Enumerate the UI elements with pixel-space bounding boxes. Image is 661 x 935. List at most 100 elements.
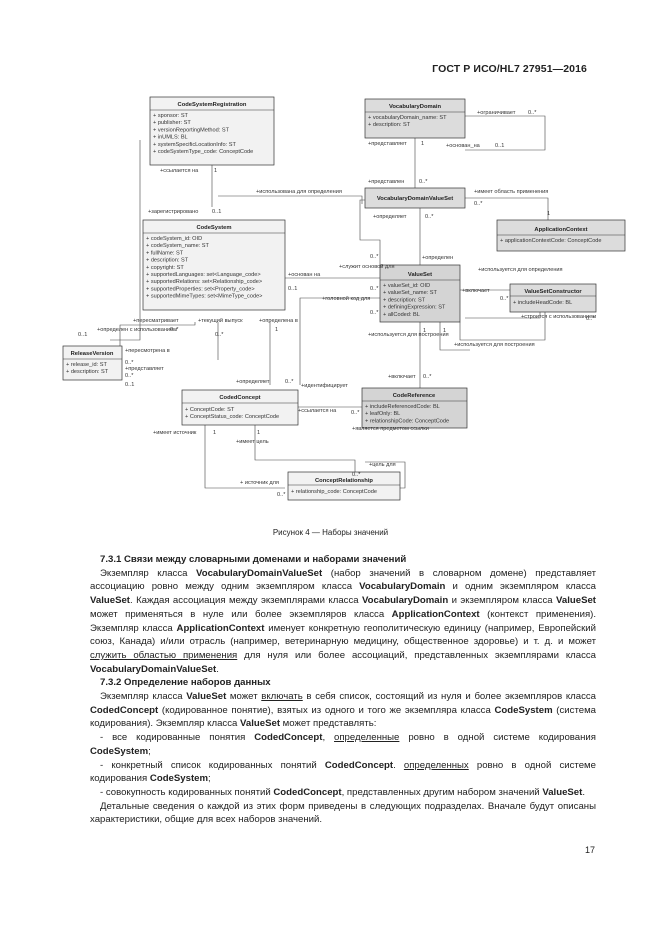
- svg-text:+строится с использованием: +строится с использованием: [521, 314, 596, 320]
- svg-text:+ограничивает: +ограничивает: [477, 110, 516, 116]
- list-item: - совокупность кодированных понятий Code…: [100, 786, 586, 798]
- uml-diagram: CodeSystemRegistration + sponsor: ST+ pu…: [62, 96, 626, 501]
- class-attribute: + codeSystemType_code: ConceptCode: [153, 149, 253, 155]
- svg-text:0..1: 0..1: [78, 332, 87, 338]
- svg-text:0..*: 0..*: [425, 214, 434, 220]
- section-heading-7-3-2: 7.3.2 Определение наборов данных: [100, 677, 271, 689]
- svg-text:+ссылается на: +ссылается на: [160, 168, 199, 174]
- svg-text:0..*: 0..*: [528, 110, 537, 116]
- list-item: - все кодированные понятия CodedConcept,…: [90, 732, 596, 757]
- svg-text:+определен: +определен: [422, 255, 453, 261]
- class-attribute: + versionReportingMethod: ST: [153, 127, 230, 133]
- svg-text:0..*: 0..*: [351, 410, 360, 416]
- class-attribute: + systemSpecificLocationInfo: ST: [153, 142, 236, 148]
- class-attribute: + supportedLanguages: set<Language_code>: [146, 272, 261, 278]
- class-attribute: + supportedRelations: set<Relationship_c…: [146, 279, 262, 285]
- svg-text:+определяет: +определяет: [236, 379, 270, 385]
- class-attribute: + supportedProperties: set<Property_code…: [146, 286, 255, 292]
- svg-text:1: 1: [443, 328, 446, 334]
- svg-text:+пересматривает: +пересматривает: [133, 318, 179, 324]
- svg-text:ValueSet: ValueSet: [408, 272, 432, 278]
- svg-text:+имеет область применения: +имеет область применения: [474, 189, 548, 195]
- multiplicities: 1 0..1 0..* 1 0..1 0..* 0..* 1 0..* 0..*…: [78, 110, 595, 498]
- class-attribute: + relationshipCode: ConceptCode: [365, 418, 449, 424]
- svg-text:0..*: 0..*: [423, 374, 432, 380]
- svg-text:0..*: 0..*: [500, 296, 509, 302]
- svg-text:1: 1: [275, 327, 278, 333]
- paragraph-7-3-1: Экземпляр класса VocabularyDomainValueSe…: [90, 567, 597, 675]
- svg-text:1: 1: [213, 430, 216, 436]
- svg-text:+использована для определения: +использована для определения: [256, 189, 342, 195]
- svg-text:0..*: 0..*: [370, 254, 379, 260]
- svg-text:VocabularyDomain: VocabularyDomain: [389, 104, 442, 110]
- svg-text:VocabularyDomainValueSet: VocabularyDomainValueSet: [377, 196, 453, 202]
- svg-text:+определена в: +определена в: [259, 318, 298, 324]
- svg-text:ValueSetConstructor: ValueSetConstructor: [524, 289, 582, 295]
- svg-text:0..*: 0..*: [215, 332, 224, 338]
- association-labels: +ссылается на +использована для определе…: [97, 110, 596, 486]
- svg-text:+ссылается на: +ссылается на: [298, 408, 337, 414]
- class-value-set-constructor: ValueSetConstructor + includeHeadCode: B…: [509, 283, 597, 313]
- class-attribute: + codeSystem_name: ST: [146, 243, 210, 249]
- list-item: - конкретный список кодированных понятий…: [90, 759, 596, 785]
- svg-text:0..1: 0..1: [495, 143, 504, 149]
- svg-text:+включает: +включает: [462, 288, 490, 294]
- class-attribute: + relationship_code: ConceptCode: [291, 489, 377, 495]
- body-text: 7.3.1 Связи между словарными доменами и …: [90, 553, 596, 827]
- class-attribute: + supportedMimeTypes: set<MimeType_code>: [146, 294, 262, 300]
- svg-text:+служит основой для: +служит основой для: [339, 263, 395, 270]
- svg-text:+основан_на: +основан_на: [446, 143, 481, 149]
- svg-text:0..*: 0..*: [370, 286, 379, 292]
- paragraph-7-3-2: Экземпляр класса ValueSet может включать…: [90, 691, 597, 730]
- class-attribute: + description: ST: [66, 369, 109, 375]
- page-number: 17: [584, 845, 595, 855]
- class-coded-concept: CodedConcept + ConceptCode: ST+ ConceptS…: [181, 389, 299, 426]
- svg-text:+используется для построения: +используется для построения: [454, 342, 535, 348]
- svg-text:0..*: 0..*: [370, 310, 379, 316]
- svg-text:0..*: 0..*: [277, 492, 286, 498]
- svg-text:+представлен: +представлен: [368, 179, 404, 185]
- svg-text:1: 1: [214, 168, 217, 174]
- svg-text:0..1: 0..1: [125, 382, 134, 388]
- class-vocabulary-domain: VocabularyDomain + vocabularyDomain_name…: [364, 98, 466, 139]
- class-attribute: + description: ST: [383, 297, 426, 303]
- class-attribute: + vocabularyDomain_name: ST: [368, 115, 447, 121]
- section-heading-7-3-1: 7.3.1 Связи между словарными доменами и …: [100, 554, 407, 565]
- svg-text:CodeSystemRegistration: CodeSystemRegistration: [178, 102, 247, 108]
- class-attribute: + valueSet_id: OID: [383, 283, 430, 289]
- svg-text:+используется для построения: +используется для построения: [368, 332, 449, 338]
- svg-text:0..*: 0..*: [586, 316, 595, 322]
- class-attribute: + codeSystem_id: OID: [146, 236, 202, 242]
- svg-text:CodeReference: CodeReference: [393, 393, 436, 399]
- document-header: ГОСТ Р ИСО/HL7 27951—2016: [432, 63, 587, 75]
- svg-text:+определен с использованием: +определен с использованием: [97, 327, 177, 333]
- figure-caption: Рисунок 4 — Наборы значений: [272, 528, 389, 537]
- class-code-reference: CodeReference + includeReferencedCode: B…: [361, 387, 468, 429]
- class-attribute: + description: ST: [146, 258, 189, 264]
- class-attribute: + includeHeadCode: BL: [513, 300, 572, 306]
- svg-text:+является предметом ссылки: +является предметом ссылки: [352, 426, 429, 432]
- svg-text:+цель для: +цель для: [369, 462, 396, 468]
- svg-text:ConceptRelationship: ConceptRelationship: [315, 478, 373, 484]
- svg-text:ReleaseVersion: ReleaseVersion: [71, 351, 114, 357]
- svg-text:+пересмотрена в: +пересмотрена в: [125, 348, 170, 354]
- svg-text:+имеет цель: +имеет цель: [236, 439, 269, 445]
- svg-text:+включает: +включает: [388, 374, 416, 380]
- class-value-set: ValueSet + valueSet_id: OID+ valueSet_na…: [379, 264, 461, 323]
- class-attribute: + inUMLS: BL: [153, 135, 188, 141]
- class-attribute: + sponsor: ST: [153, 113, 189, 119]
- svg-text:1: 1: [257, 430, 260, 436]
- svg-text:0..*: 0..*: [125, 373, 134, 379]
- svg-text:0..*: 0..*: [170, 327, 179, 333]
- svg-text:0..*: 0..*: [285, 379, 294, 385]
- svg-text:0..*: 0..*: [474, 201, 483, 207]
- svg-text:0..1: 0..1: [288, 286, 297, 292]
- svg-text:+ источник для: + источник для: [240, 480, 279, 486]
- svg-text:CodeSystem: CodeSystem: [196, 225, 231, 231]
- svg-text:+основан на: +основан на: [288, 272, 321, 278]
- svg-text:+представляет: +представляет: [125, 366, 164, 372]
- class-attribute: + ConceptStatus_code: ConceptCode: [185, 414, 279, 420]
- class-attribute: + fullName: ST: [146, 250, 184, 256]
- class-vocabulary-domain-value-set: VocabularyDomainValueSet: [364, 187, 466, 209]
- svg-text:0..1: 0..1: [212, 209, 221, 215]
